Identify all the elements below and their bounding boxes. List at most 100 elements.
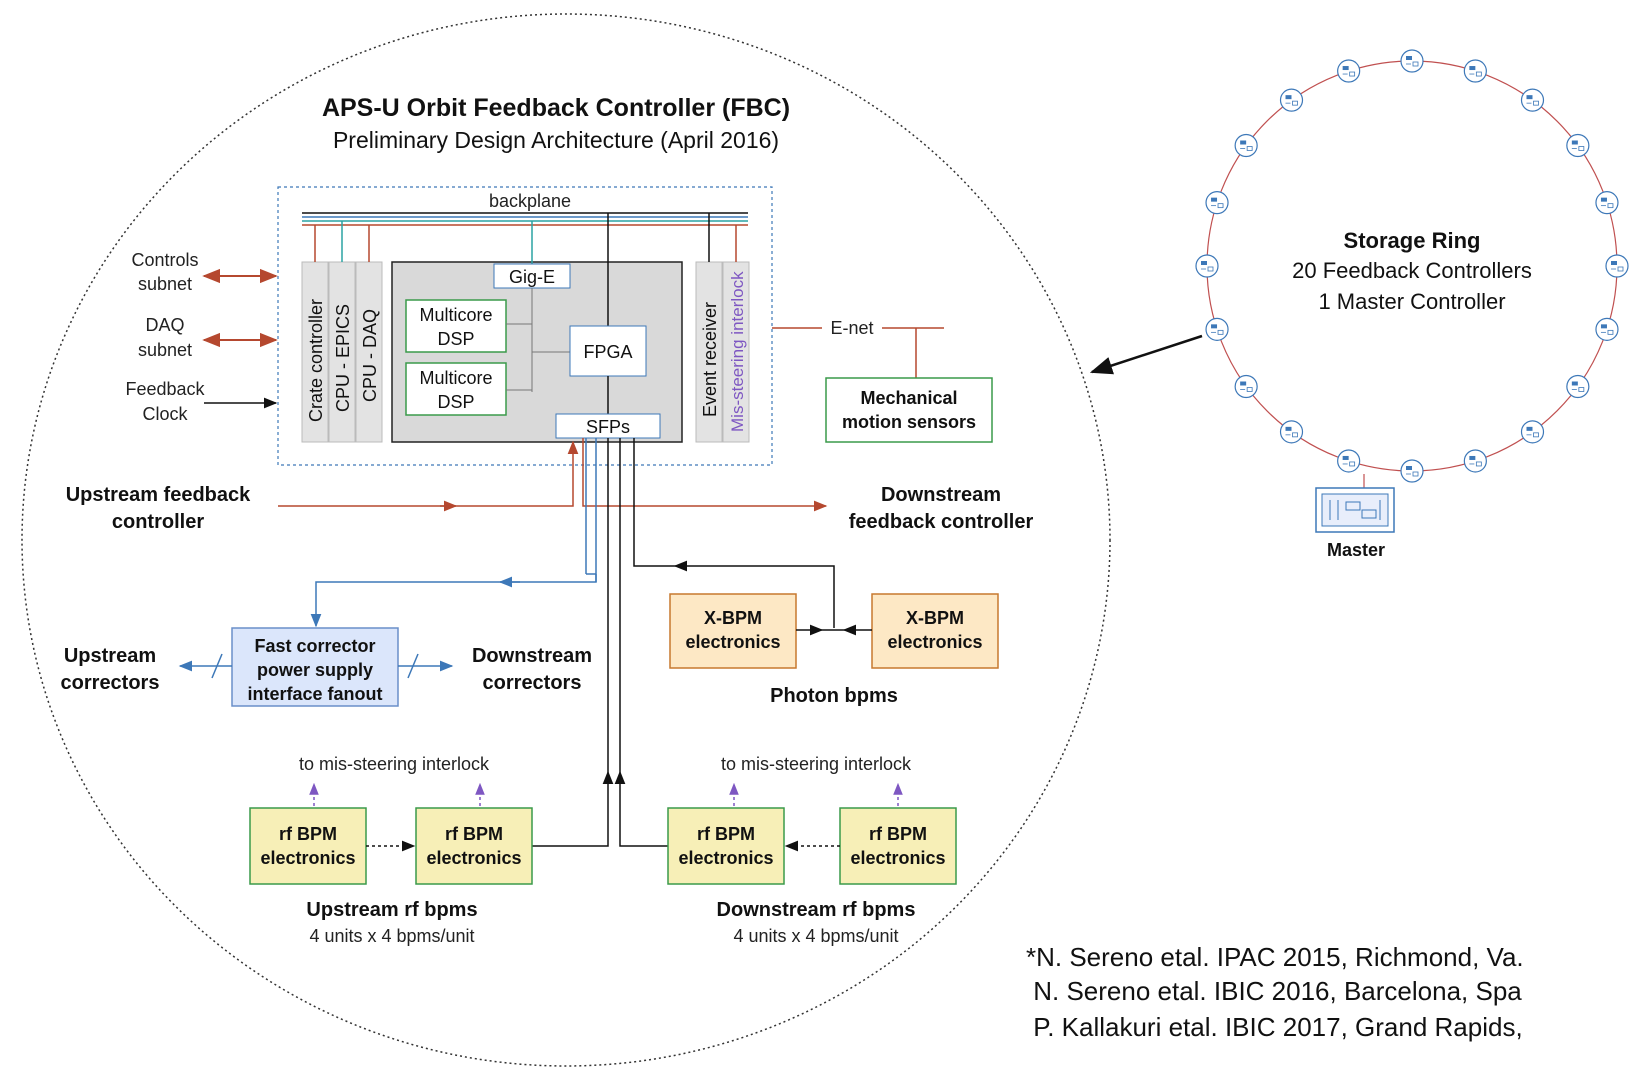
svg-text:X-BPM: X-BPM bbox=[704, 608, 762, 628]
fast-corrector-fanout-box bbox=[231, 627, 399, 707]
fpga-block bbox=[569, 325, 647, 377]
svg-text:motion sensors: motion sensors bbox=[842, 412, 976, 432]
dsp-block-2 bbox=[405, 362, 507, 416]
downstream-link bbox=[582, 438, 828, 512]
svg-text:Event receiver: Event receiver bbox=[700, 302, 720, 417]
mis-steering-target-left: to mis-steering interlock bbox=[299, 754, 490, 774]
feedback-controller-node-icon bbox=[1205, 317, 1229, 341]
xbpm-link bbox=[673, 560, 835, 628]
svg-text:CPU - DAQ: CPU - DAQ bbox=[360, 309, 380, 402]
svg-text:controller: controller bbox=[112, 511, 204, 533]
feedback-clock-label: Feedback bbox=[125, 379, 205, 399]
svg-text:electronics: electronics bbox=[685, 632, 780, 652]
xbpm-box-1 bbox=[669, 593, 797, 669]
svg-text:Multicore: Multicore bbox=[419, 305, 492, 325]
upstream-feedback-controller-label: Upstream feedback bbox=[66, 484, 251, 506]
feedback-controller-node-icon bbox=[1337, 449, 1361, 473]
crate-frame bbox=[277, 186, 773, 466]
feedback-controller-node-icon bbox=[1337, 59, 1361, 83]
upstream-link bbox=[278, 440, 579, 507]
controls-subnet-label-2: subnet bbox=[138, 274, 192, 294]
svg-text:power supply: power supply bbox=[257, 660, 373, 680]
rf-bpm-box-downstream-2 bbox=[839, 807, 957, 885]
mis-steering-interlock-card: Mis-steering interlock bbox=[722, 225, 750, 443]
cpu-daq-card: CPU - DAQ bbox=[355, 225, 383, 443]
svg-text:DSP: DSP bbox=[437, 392, 474, 412]
upstream-correctors-label: Upstream bbox=[64, 645, 156, 667]
corrector-link bbox=[310, 438, 597, 628]
controls-subnet-label: Controls bbox=[131, 250, 198, 270]
feedback-controller-node-icon bbox=[1400, 49, 1424, 73]
svg-text:interface fanout: interface fanout bbox=[247, 684, 382, 704]
feedback-controller-node-icon bbox=[1566, 133, 1590, 158]
daq-subnet-label-2: subnet bbox=[138, 340, 192, 360]
svg-text:rf BPM: rf BPM bbox=[697, 824, 755, 844]
event-receiver-card: Event receiver bbox=[695, 213, 723, 443]
master-controller-icon bbox=[1315, 487, 1395, 533]
feedback-controller-node-icon bbox=[1566, 374, 1590, 399]
ring-pointer-arrow bbox=[1089, 334, 1203, 375]
mechanical-motion-sensors-box bbox=[825, 377, 993, 443]
feedback-controller-node-icon bbox=[1463, 59, 1487, 83]
svg-text:electronics: electronics bbox=[426, 848, 521, 868]
diagram-subtitle: Preliminary Design Architecture (April 2… bbox=[333, 127, 779, 153]
backplane-bus bbox=[302, 212, 748, 226]
svg-text:electronics: electronics bbox=[678, 848, 773, 868]
feedback-controller-node-icon bbox=[1595, 191, 1619, 215]
reference-3: P. Kallakuri etal. IBIC 2017, Grand Rapi… bbox=[1026, 1012, 1523, 1042]
feedback-controller-node-icon bbox=[1205, 191, 1229, 215]
gig-e-label: Gig-E bbox=[509, 267, 555, 287]
storage-ring bbox=[1195, 49, 1629, 483]
reference-1: *N. Sereno etal. IPAC 2015, Richmond, Va… bbox=[1026, 942, 1524, 972]
feedback-controller-node-icon bbox=[1234, 133, 1258, 158]
svg-text:CPU - EPICS: CPU - EPICS bbox=[333, 304, 353, 412]
svg-text:rf BPM: rf BPM bbox=[279, 824, 337, 844]
svg-text:correctors: correctors bbox=[61, 672, 160, 694]
storage-ring-master-count: 1 Master Controller bbox=[1318, 289, 1505, 314]
svg-text:4 units x 4 bpms/unit: 4 units x 4 bpms/unit bbox=[733, 926, 898, 946]
downstream-feedback-controller-label: Downstream bbox=[881, 484, 1001, 506]
fbc-boundary-circle bbox=[21, 13, 1111, 1067]
downstream-rf-bpms-label: Downstream rf bpms bbox=[717, 899, 916, 921]
reference-2: N. Sereno etal. IBIC 2016, Barcelona, Sp… bbox=[1026, 976, 1522, 1006]
svg-text:DSP: DSP bbox=[437, 329, 474, 349]
feedback-controller-node-icon bbox=[1279, 420, 1304, 444]
svg-text:Multicore: Multicore bbox=[419, 368, 492, 388]
feedback-controller-node-icon bbox=[1400, 459, 1424, 483]
photon-bpms-label: Photon bpms bbox=[770, 685, 898, 707]
storage-ring-controllers: 20 Feedback Controllers bbox=[1292, 258, 1532, 283]
feedback-controller-node-icon bbox=[1595, 317, 1619, 341]
mis-steering-target-right: to mis-steering interlock bbox=[721, 754, 912, 774]
rf-bpm-links bbox=[607, 438, 621, 772]
enet-label: E-net bbox=[830, 318, 873, 338]
feedback-controller-node-icon bbox=[1463, 449, 1487, 473]
rf-bpm-box-upstream-1 bbox=[249, 807, 367, 885]
svg-text:X-BPM: X-BPM bbox=[906, 608, 964, 628]
dsp-block-1 bbox=[405, 299, 507, 353]
feedback-controller-node-icon bbox=[1520, 88, 1545, 112]
svg-text:electronics: electronics bbox=[260, 848, 355, 868]
master-label: Master bbox=[1327, 540, 1385, 560]
feedback-controller-node-icon bbox=[1605, 254, 1629, 278]
cpu-epics-card: CPU - EPICS bbox=[328, 221, 356, 443]
daq-subnet-label: DAQ bbox=[145, 315, 184, 335]
svg-text:electronics: electronics bbox=[850, 848, 945, 868]
svg-text:Mis-steering interlock: Mis-steering interlock bbox=[728, 271, 747, 432]
svg-text:4 units x 4 bpms/unit: 4 units x 4 bpms/unit bbox=[309, 926, 474, 946]
diagram-title: APS-U Orbit Feedback Controller (FBC) bbox=[322, 94, 790, 122]
svg-text:feedback controller: feedback controller bbox=[849, 511, 1034, 533]
downstream-correctors-label: Downstream bbox=[472, 645, 592, 667]
svg-text:correctors: correctors bbox=[483, 672, 582, 694]
rf-bpm-box-upstream-2 bbox=[415, 807, 533, 885]
crate-controller-card: Crate controller bbox=[301, 225, 329, 443]
feedback-clock-label-2: Clock bbox=[142, 404, 188, 424]
rf-bpm-box-downstream-1 bbox=[667, 807, 785, 885]
fpga-label: FPGA bbox=[583, 342, 632, 362]
xbpm-box-2 bbox=[871, 593, 999, 669]
backplane-label: backplane bbox=[489, 191, 571, 211]
sfps-block bbox=[555, 413, 661, 439]
feedback-controller-node-icon bbox=[1520, 420, 1545, 444]
svg-text:electronics: electronics bbox=[887, 632, 982, 652]
storage-ring-title: Storage Ring bbox=[1344, 228, 1481, 253]
